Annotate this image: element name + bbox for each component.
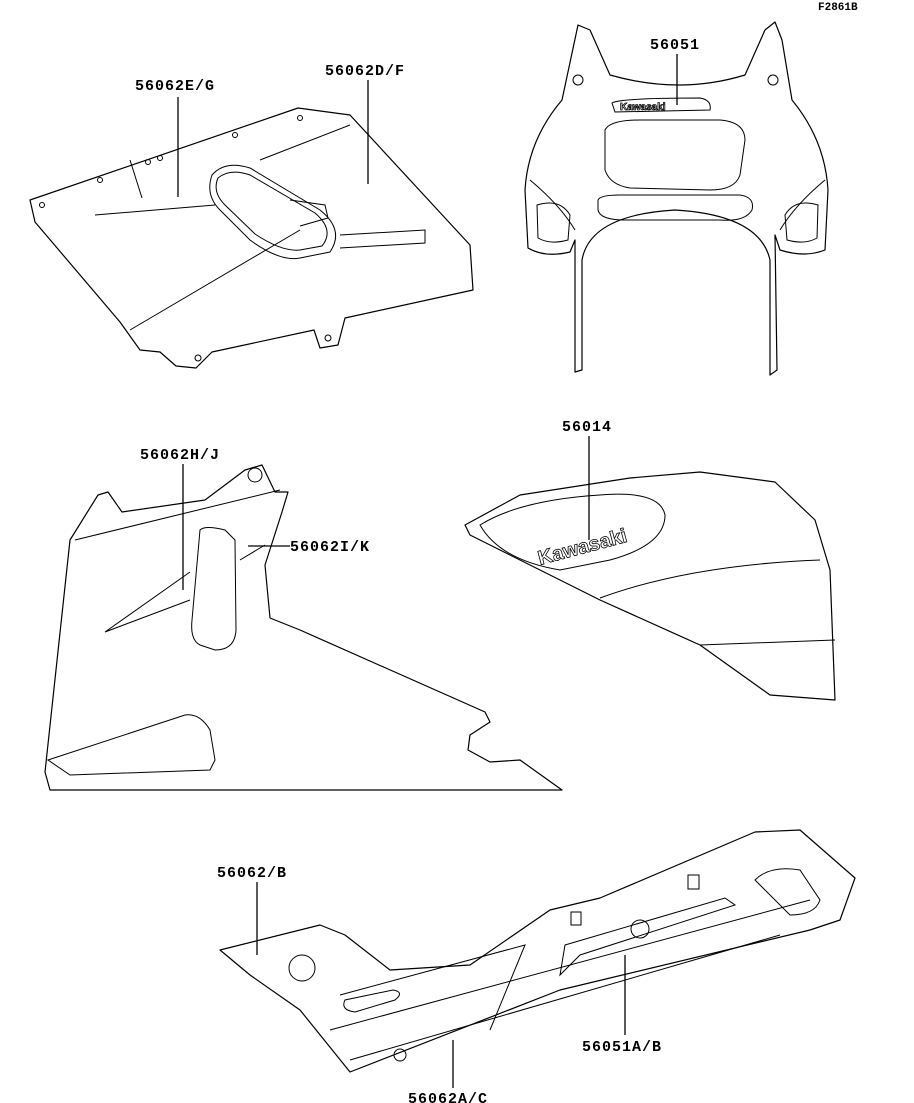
part-label: 56062E/G — [135, 78, 215, 95]
part-label: 56062I/K — [290, 539, 370, 556]
part-label: 56051 — [650, 37, 700, 54]
fairing-logo: Kawasaki — [620, 102, 666, 113]
part-label: 56062H/J — [140, 447, 220, 464]
part-label: 56014 — [562, 419, 612, 436]
part-label: 56062D/F — [325, 63, 405, 80]
fuel-tank: Kawasaki — [464, 471, 836, 701]
part-label: 56062A/C — [408, 1091, 488, 1103]
part-label: 56062/B — [217, 865, 287, 882]
lower-cowl — [219, 829, 856, 1073]
diagram-id: F2861B — [818, 2, 858, 14]
middle-side-cowl — [44, 464, 563, 791]
part-label: 56051A/B — [582, 1039, 662, 1056]
upper-side-cowl — [29, 107, 474, 369]
front-fairing: Kawasaki — [524, 21, 829, 376]
